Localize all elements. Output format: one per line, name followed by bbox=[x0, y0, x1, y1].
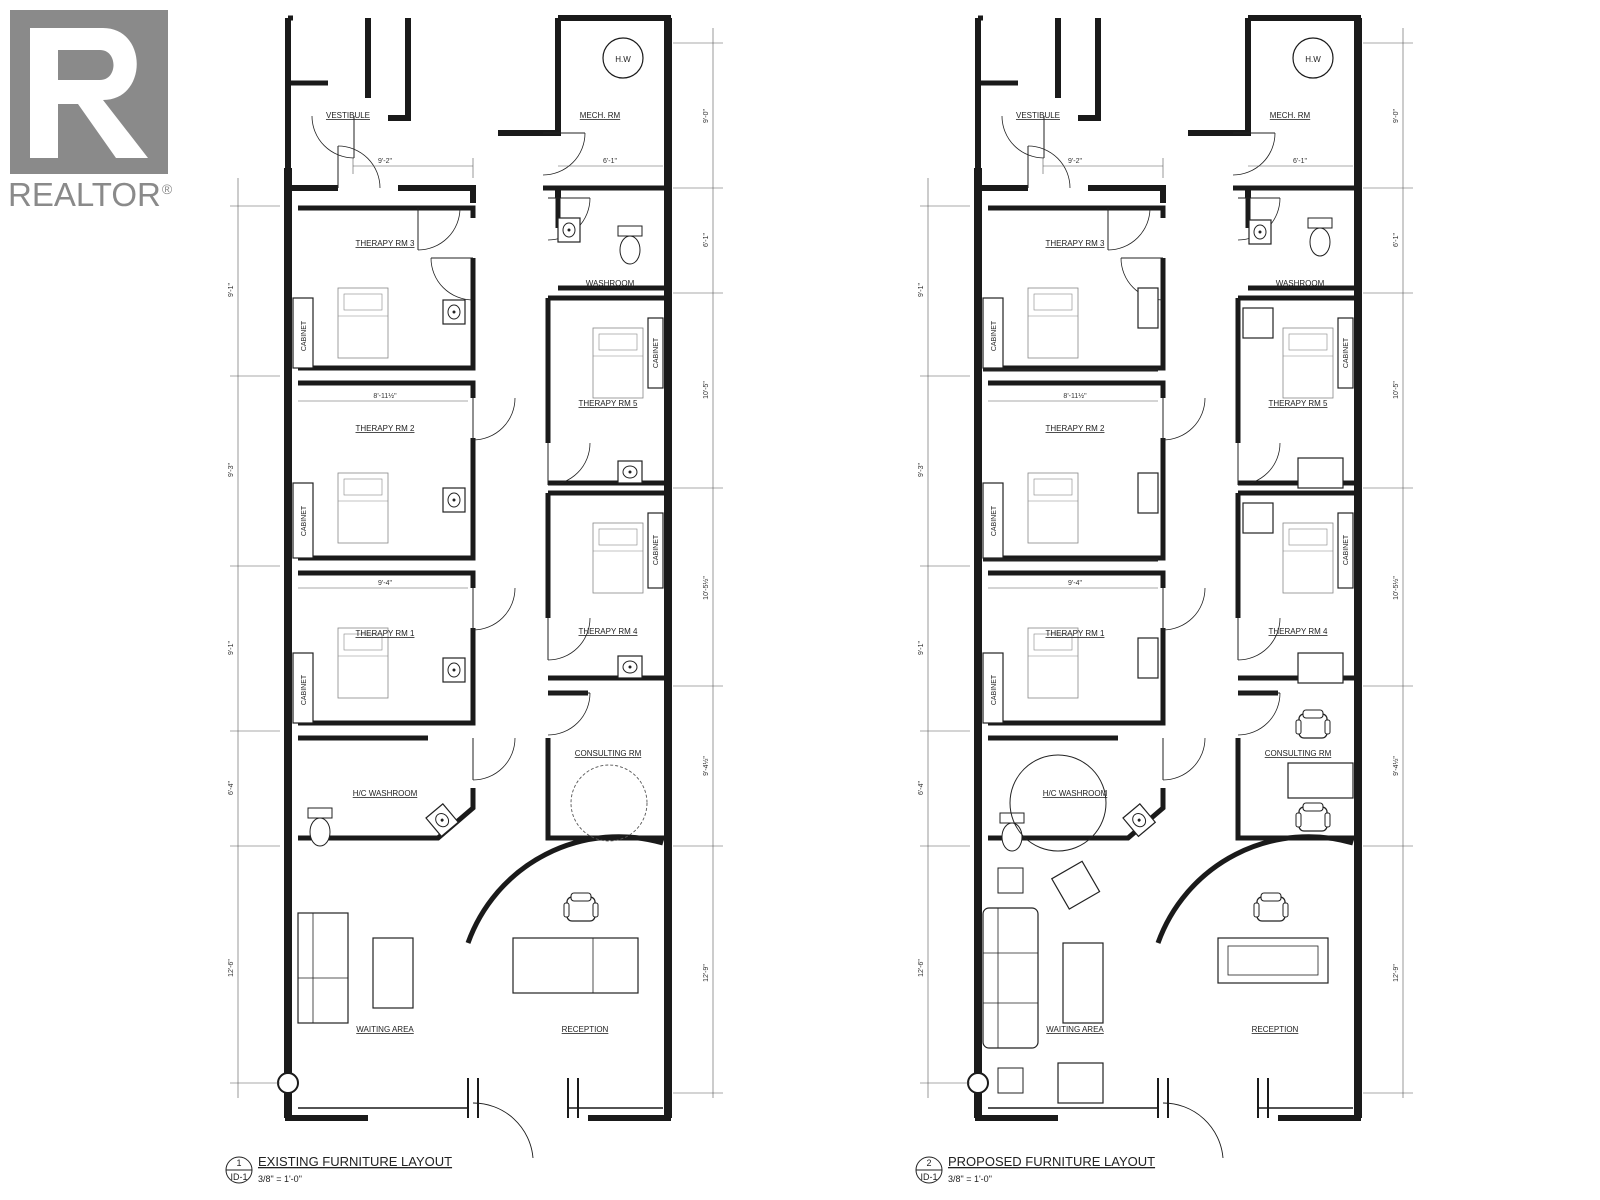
dim-left-5: 12'-6" bbox=[228, 959, 235, 977]
therapy-room-2-label: THERAPY RM 2 bbox=[356, 424, 416, 433]
mech-room-label: MECH. RM bbox=[1270, 111, 1311, 120]
reception-label: RECEPTION bbox=[1252, 1025, 1299, 1034]
therapy-room-1-label: THERAPY RM 1 bbox=[1046, 629, 1106, 638]
therapy-room-5-label: THERAPY RM 5 bbox=[579, 399, 639, 408]
dim-right-3: 10'-5" bbox=[703, 381, 710, 399]
vestibule-label: VESTIBULE bbox=[326, 111, 370, 120]
cabinet-label: CABINET bbox=[1343, 534, 1350, 565]
waiting-area-label: WAITING AREA bbox=[356, 1025, 414, 1034]
plan-1-scale: 3/8" = 1'-0" bbox=[258, 1174, 302, 1184]
consulting-room-label: CONSULTING RM bbox=[1265, 749, 1332, 758]
dim-right-3: 10'-5" bbox=[1393, 381, 1400, 399]
washroom-label: WASHROOM bbox=[1276, 279, 1325, 288]
therapy-room-3-label: THERAPY RM 3 bbox=[356, 239, 416, 248]
existing-furniture-plan bbox=[230, 18, 723, 1158]
vestibule-label: VESTIBULE bbox=[1016, 111, 1060, 120]
dim-left-4: 6'-4" bbox=[918, 781, 925, 795]
mech-room-label: MECH. RM bbox=[580, 111, 621, 120]
dim-left-3: 9'-1" bbox=[918, 641, 925, 655]
dim-right-5: 9'-4½" bbox=[702, 756, 710, 776]
cabinet-label: CABINET bbox=[991, 505, 998, 536]
dim-left-3: 9'-1" bbox=[228, 641, 235, 655]
dim-right-4: 10'-5½" bbox=[702, 576, 710, 600]
dim-left-1: 9'-1" bbox=[228, 283, 235, 297]
plan-1-number: 1 bbox=[236, 1158, 241, 1168]
washroom-label: WASHROOM bbox=[586, 279, 635, 288]
plan-1-title-block: 1 ID-1 EXISTING FURNITURE LAYOUT 3/8" = … bbox=[225, 1154, 452, 1184]
dim-vestibule-width: 9'-2" bbox=[1068, 158, 1082, 165]
plan-2-title: PROPOSED FURNITURE LAYOUT bbox=[948, 1154, 1155, 1169]
hc-washroom-label: H/C WASHROOM bbox=[1043, 789, 1108, 798]
dim-therapy2-width: 8'-11½" bbox=[1063, 392, 1087, 400]
dim-right-1: 9'-0" bbox=[1393, 109, 1400, 123]
therapy-room-4-label: THERAPY RM 4 bbox=[1269, 627, 1329, 636]
reception-label: RECEPTION bbox=[562, 1025, 609, 1034]
consulting-room-label: CONSULTING RM bbox=[575, 749, 642, 758]
plan-2-scale: 3/8" = 1'-0" bbox=[948, 1174, 992, 1184]
dim-mech-width: 6'-1" bbox=[1293, 158, 1307, 165]
proposed-furniture-plan bbox=[920, 18, 1413, 1158]
cabinet-label: CABINET bbox=[1343, 337, 1350, 368]
cabinet-label: CABINET bbox=[991, 674, 998, 705]
dim-right-4: 10'-5½" bbox=[1392, 576, 1400, 600]
dim-left-2: 9'-3" bbox=[228, 463, 235, 477]
cabinet-label: CABINET bbox=[301, 505, 308, 536]
therapy-room-2-label: THERAPY RM 2 bbox=[1046, 424, 1106, 433]
dim-right-6: 12'-9" bbox=[1393, 964, 1400, 982]
realtor-logo-r bbox=[30, 28, 148, 158]
water-heater-label: H.W bbox=[1305, 55, 1321, 64]
plan-1-title: EXISTING FURNITURE LAYOUT bbox=[258, 1154, 452, 1169]
realtor-wordmark: REALTOR® bbox=[8, 176, 173, 213]
plan-1-sheet: ID-1 bbox=[230, 1172, 247, 1182]
therapy-room-3-label: THERAPY RM 3 bbox=[1046, 239, 1106, 248]
cabinet-label: CABINET bbox=[301, 320, 308, 351]
dim-left-2: 9'-3" bbox=[918, 463, 925, 477]
plan-2-number: 2 bbox=[926, 1158, 931, 1168]
dim-right-1: 9'-0" bbox=[703, 109, 710, 123]
dim-right-6: 12'-9" bbox=[703, 964, 710, 982]
waiting-area-label: WAITING AREA bbox=[1046, 1025, 1104, 1034]
cabinet-label: CABINET bbox=[653, 534, 660, 565]
therapy-room-1-label: THERAPY RM 1 bbox=[356, 629, 416, 638]
dim-right-2: 6'-1" bbox=[703, 233, 710, 247]
plan-2-title-block: 2 ID-1 PROPOSED FURNITURE LAYOUT 3/8" = … bbox=[915, 1154, 1155, 1184]
dim-therapy1-width: 9'-4" bbox=[378, 580, 392, 587]
dim-therapy2-width: 8'-11½" bbox=[373, 392, 397, 400]
dim-mech-width: 6'-1" bbox=[603, 158, 617, 165]
dim-therapy1-width: 9'-4" bbox=[1068, 580, 1082, 587]
dim-vestibule-width: 9'-2" bbox=[378, 158, 392, 165]
cabinet-label: CABINET bbox=[301, 674, 308, 705]
dim-left-1: 9'-1" bbox=[918, 283, 925, 297]
dim-right-2: 6'-1" bbox=[1393, 233, 1400, 247]
cabinet-label: CABINET bbox=[991, 320, 998, 351]
dim-right-5: 9'-4½" bbox=[1392, 756, 1400, 776]
water-heater-label: H.W bbox=[615, 55, 631, 64]
dim-left-5: 12'-6" bbox=[918, 959, 925, 977]
therapy-room-4-label: THERAPY RM 4 bbox=[579, 627, 639, 636]
therapy-room-5-label: THERAPY RM 5 bbox=[1269, 399, 1329, 408]
realtor-logo: REALTOR® bbox=[8, 10, 173, 213]
plan-2-sheet: ID-1 bbox=[920, 1172, 937, 1182]
dim-left-4: 6'-4" bbox=[228, 781, 235, 795]
hc-washroom-label: H/C WASHROOM bbox=[353, 789, 418, 798]
cabinet-label: CABINET bbox=[653, 337, 660, 368]
